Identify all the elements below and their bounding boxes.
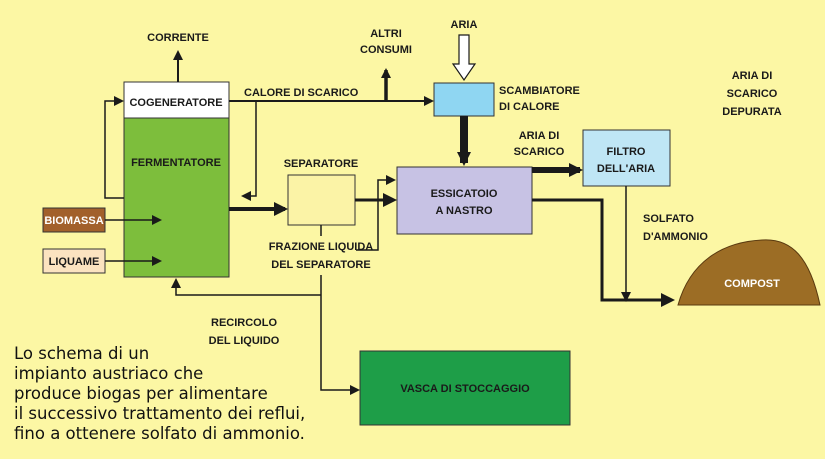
- essicatoio-label-2: A NASTRO: [435, 205, 492, 217]
- corrente-label: CORRENTE: [147, 32, 209, 44]
- fermentatore-box: FERMENTATORE: [123, 117, 230, 278]
- cogeneratore-label: COGENERATORE: [129, 97, 222, 109]
- biomassa-label: BIOMASSA: [44, 215, 103, 227]
- caption: Lo schema di un impianto austriaco che p…: [14, 344, 374, 444]
- solfato-label-1: SOLFATO: [643, 213, 694, 225]
- frazione-label-2: DEL SEPARATORE: [271, 259, 370, 271]
- essicatoio-label-1: ESSICATOIO: [431, 188, 498, 200]
- arrow-recircolo: [171, 278, 321, 296]
- liquame-label: LIQUAME: [49, 256, 100, 268]
- caption-line-5: fino a ottenere solfato di ammonio.: [14, 424, 305, 443]
- caption-line-2: impianto austriaco che: [14, 364, 204, 383]
- arrow-biogas-loop: [104, 96, 124, 199]
- recircolo-label-1: RECIRCOLO: [211, 317, 277, 329]
- vasca-box: VASCA DI STOCCAGGIO: [359, 350, 571, 426]
- caption-line-3: produce biogas per alimentare: [14, 384, 268, 403]
- scambiatore-box: [433, 82, 495, 117]
- biomassa-box: BIOMASSA: [42, 207, 106, 233]
- vasca-label: VASCA DI STOCCAGGIO: [400, 383, 530, 395]
- caption-line-4: il successivo trattamento dei reflui,: [14, 404, 306, 423]
- liquame-box: LIQUAME: [42, 248, 106, 274]
- arrow-vasca: [320, 275, 360, 395]
- altri-consumi-label-2: CONSUMI: [360, 44, 412, 56]
- scambiatore-label-2: DI CALORE: [499, 101, 560, 113]
- caption-line-1: Lo schema di un: [14, 344, 150, 363]
- aria-di-scarico-label-2: SCARICO: [514, 146, 565, 158]
- aria-depurata-label-3: DEPURATA: [722, 106, 782, 118]
- filtro-label-2: DELL'ARIA: [597, 163, 655, 175]
- arrow-liquid-to-essicatoio: [356, 175, 396, 251]
- aria-depurata-label-2: SCARICO: [727, 88, 778, 100]
- calore-di-scarico-label: CALORE DI SCARICO: [244, 87, 359, 99]
- aria-depurata-label-1: ARIA DI: [732, 70, 773, 82]
- compost-label: COMPOST: [724, 278, 780, 290]
- scambiatore-label-1: SCAMBIATORE: [499, 85, 580, 97]
- separatore-label: SEPARATORE: [284, 158, 359, 170]
- arrow-essicatoio-compost: [532, 198, 675, 307]
- essicatoio-box: ESSICATOIO A NASTRO: [396, 166, 533, 235]
- fermentatore-label: FERMENTATORE: [131, 157, 221, 169]
- arrow-heat-loop: [241, 101, 257, 201]
- arrow-aria: [451, 34, 477, 82]
- aria-di-scarico-label-1: ARIA DI: [519, 130, 560, 142]
- filtro-label-1: FILTRO: [607, 146, 646, 158]
- solfato-label-2: D'AMMONIO: [643, 231, 708, 243]
- altri-consumi-label-1: ALTRI: [370, 28, 402, 40]
- compost-pile: COMPOST: [677, 239, 821, 306]
- separatore-box: [287, 174, 356, 226]
- frazione-label-1: FRAZIONE LIQUIDA: [269, 241, 374, 253]
- cogeneratore-box: COGENERATORE: [123, 81, 230, 119]
- filtro-box: FILTRO DELL'ARIA: [582, 129, 671, 187]
- recircolo-label-2: DEL LIQUIDO: [209, 335, 280, 347]
- aria-label: ARIA: [451, 19, 478, 31]
